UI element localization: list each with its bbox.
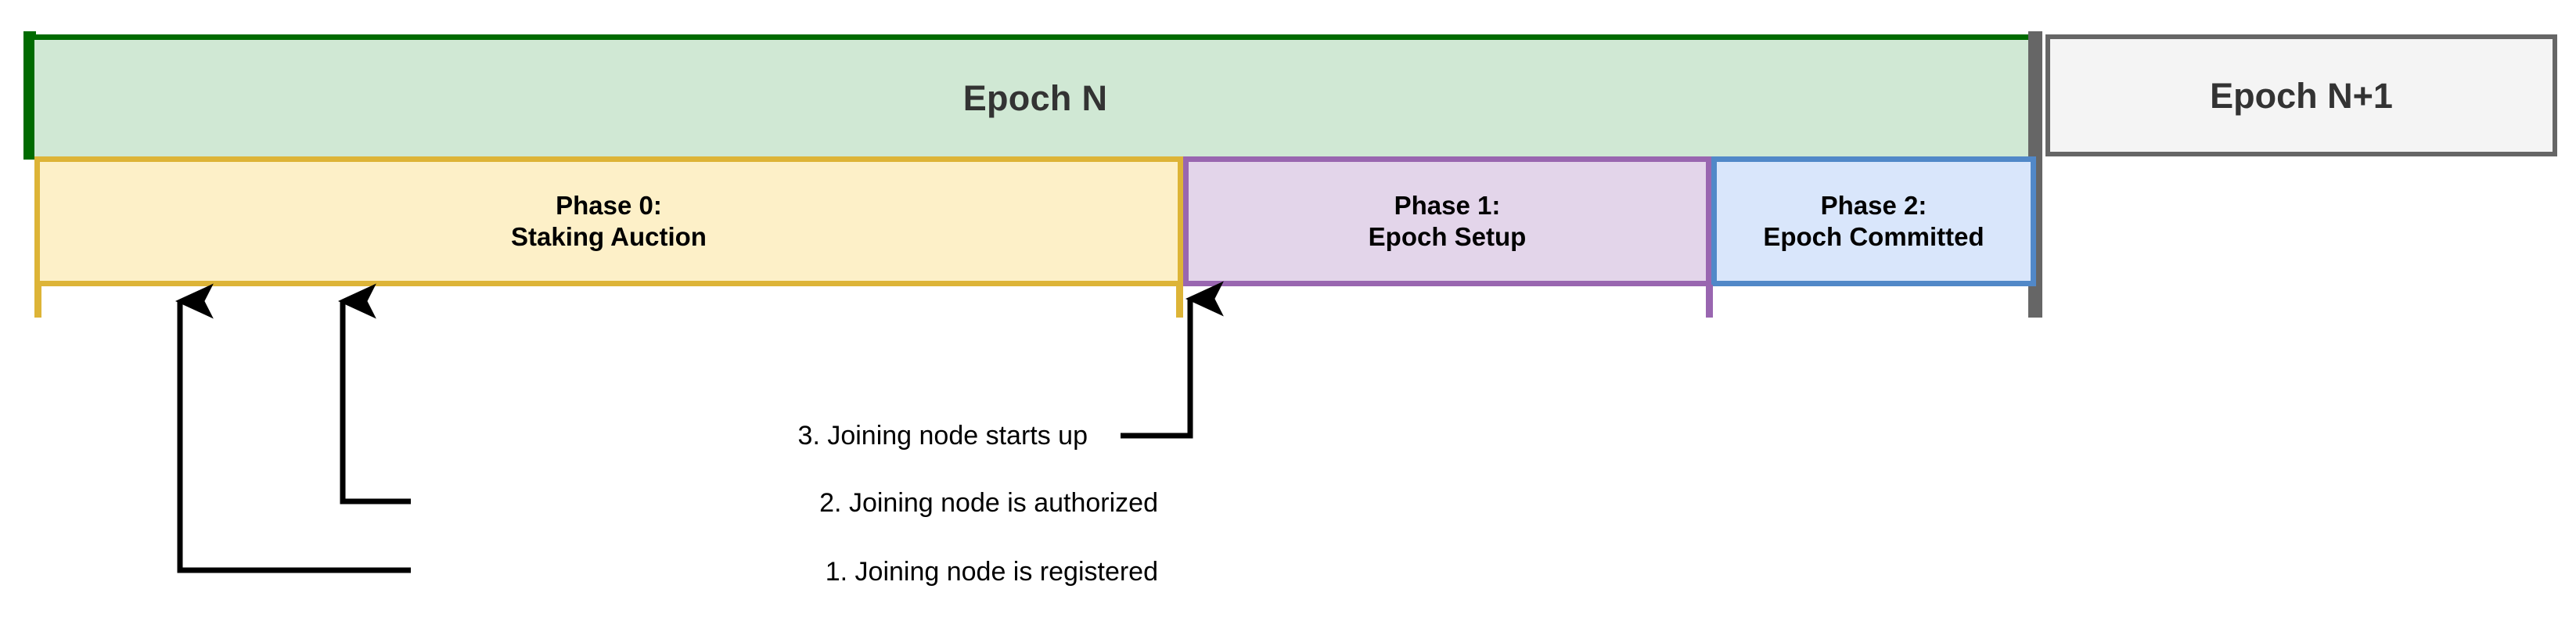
phase-2-subtitle: Epoch Committed bbox=[1763, 222, 1984, 251]
phase-0-subtitle: Staking Auction bbox=[511, 222, 707, 251]
callout-label-3: 3. Joining node starts up bbox=[797, 421, 1088, 451]
phase-0-end-tick bbox=[1176, 285, 1183, 318]
phase-0-title: Phase 0: bbox=[556, 190, 662, 220]
phase-2-box: Phase 2: Epoch Committed bbox=[1711, 156, 2036, 286]
phase-1-box: Phase 1: Epoch Setup bbox=[1183, 156, 1711, 286]
epoch-n-plus-1-box: Epoch N+1 bbox=[2045, 34, 2557, 156]
phase-0-box: Phase 0: Staking Auction bbox=[34, 156, 1183, 286]
phase-0-start-tick bbox=[34, 285, 41, 318]
epoch-n-box: Epoch N bbox=[34, 34, 2036, 156]
epoch-n-plus-1-label: Epoch N+1 bbox=[2210, 75, 2393, 116]
callout-3-connector bbox=[1121, 281, 1224, 439]
epoch-n-label: Epoch N bbox=[962, 78, 1108, 118]
callout-2-connector bbox=[337, 283, 411, 505]
phase-2-title: Phase 2: bbox=[1820, 190, 1927, 220]
phase-1-title: Phase 1: bbox=[1394, 190, 1501, 220]
callout-label-1: 1. Joining node is registered bbox=[825, 557, 1158, 587]
phase-1-end-tick bbox=[1706, 285, 1713, 318]
epoch-n-start-marker bbox=[23, 31, 36, 160]
callout-label-2: 2. Joining node is authorized bbox=[819, 488, 1158, 518]
phase-1-subtitle: Epoch Setup bbox=[1368, 222, 1527, 251]
